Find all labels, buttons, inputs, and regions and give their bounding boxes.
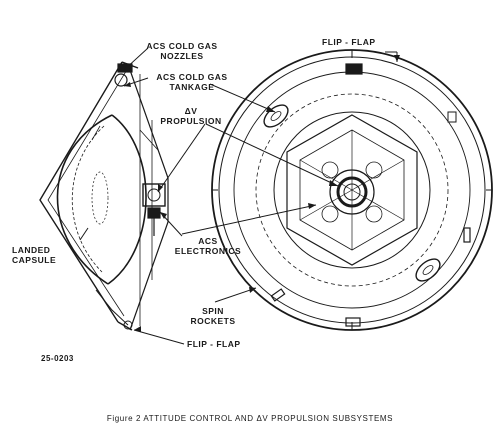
acs-electronics-box [142, 183, 166, 207]
label-landed-capsule: LANDED CAPSULE [12, 245, 57, 265]
equipment-hex [286, 114, 418, 266]
drawing-number: 25-0203 [41, 354, 74, 363]
acs-tank-side [117, 63, 133, 73]
label-flip-flap-top: FLIP - FLAP [322, 37, 376, 47]
dv-propulsion-top [329, 169, 375, 215]
label-flip-flap-bottom: FLIP - FLAP [187, 339, 241, 349]
label-acs-electronics: ACS ELECTRONICS [174, 236, 242, 256]
acs-nozzle-side [114, 73, 128, 87]
label-acs-cold-gas-nozzles: ACS COLD GAS NOZZLES [146, 41, 218, 61]
aeroshell-outline [39, 61, 123, 323]
figure-caption: Figure 2 ATTITUDE CONTROL AND ΔV PROPULS… [106, 414, 394, 423]
landed-capsule-outline [56, 114, 113, 285]
acs-nozzle-top [345, 63, 363, 75]
leader-lines [79, 47, 398, 345]
label-dv-propulsion: ΔV PROPULSION [160, 106, 222, 126]
label-spin-rockets: SPIN ROCKETS [190, 306, 236, 326]
acs-tank-bottom-right [415, 258, 441, 282]
label-acs-cold-gas-tankage: ACS COLD GAS TANKAGE [156, 72, 228, 92]
acs-tank-top-left [263, 104, 289, 128]
arrowheads [124, 55, 400, 332]
side-view [39, 61, 169, 331]
